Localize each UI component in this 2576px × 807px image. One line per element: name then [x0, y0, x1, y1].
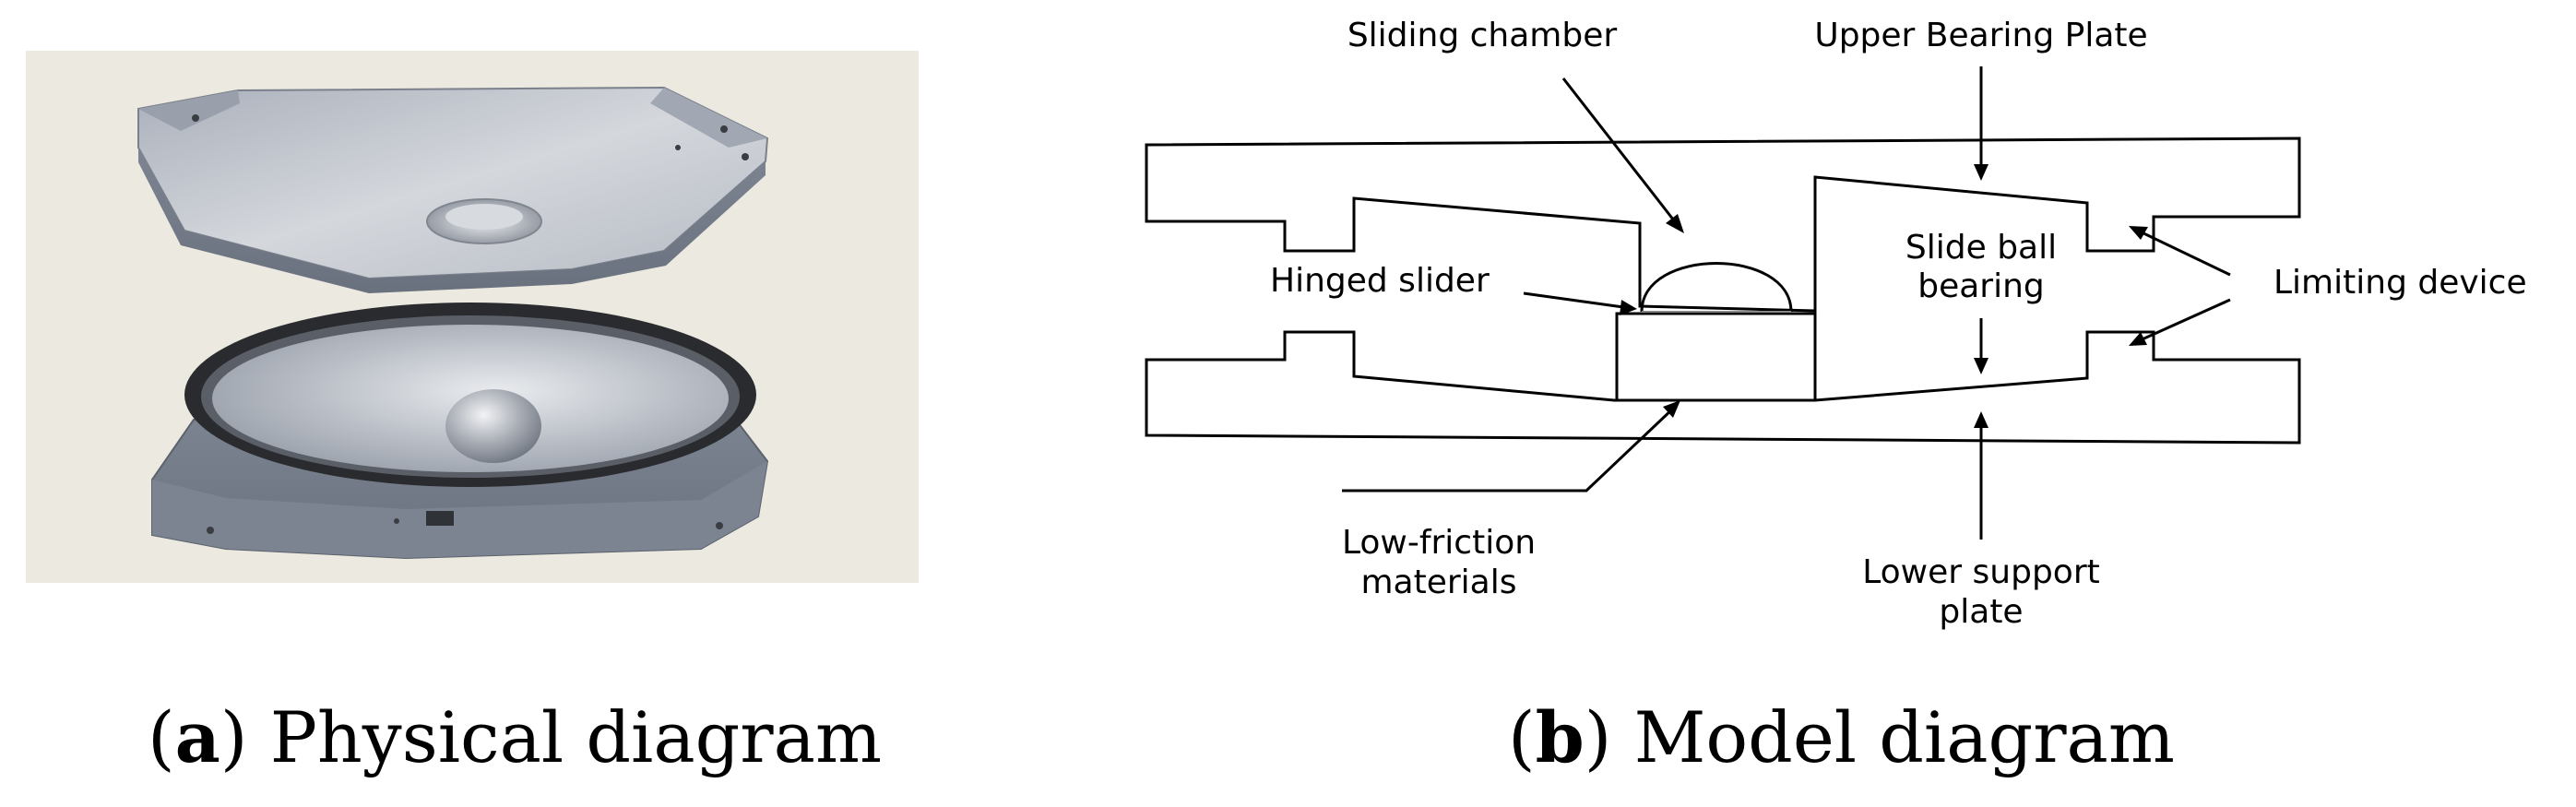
lower-plate-photo: [151, 303, 769, 560]
slider-dome-shape: [1640, 262, 1793, 313]
label-sliding-chamber: Sliding chamber: [1347, 17, 1618, 54]
hinged-slider-shape: [1615, 312, 1817, 400]
label-upper-bearing-plate: Upper Bearing Plate: [1814, 17, 2147, 54]
ball-photo: [445, 389, 541, 463]
label-limiting-device: Limiting device: [2273, 264, 2527, 302]
label-low-friction-line2: materials: [1360, 564, 1516, 601]
label-low-friction-line1: Low-friction: [1342, 524, 1536, 562]
label-slide-ball-line2: bearing: [1917, 267, 2045, 305]
leader-lines: [1342, 66, 2231, 540]
model-diagram-panel: Sliding chamber Upper Bearing Plate Slid…: [1145, 17, 2527, 631]
caption-b-text: Model diagram: [1633, 696, 2175, 778]
label-lower-support-line1: Lower support: [1862, 553, 2100, 591]
caption-physical-diagram: (a) Physical diagram: [148, 696, 883, 778]
caption-b-letter: b: [1535, 696, 1585, 778]
caption-a-text: Physical diagram: [269, 696, 883, 778]
label-hinged-slider: Hinged slider: [1270, 262, 1490, 300]
caption-a-letter: a: [174, 696, 220, 778]
label-slide-ball-line1: Slide ball: [1905, 229, 2057, 267]
limiting-block-photo: [426, 511, 454, 526]
caption-model-diagram: (b) Model diagram: [1508, 696, 2175, 778]
physical-diagram-panel: [26, 51, 919, 583]
label-lower-support-line2: plate: [1939, 593, 2023, 631]
upper-bearing-plate-shape: [1145, 136, 2301, 313]
lower-support-plate-shape: [1145, 330, 2301, 445]
upper-plate-photo: [137, 86, 769, 293]
